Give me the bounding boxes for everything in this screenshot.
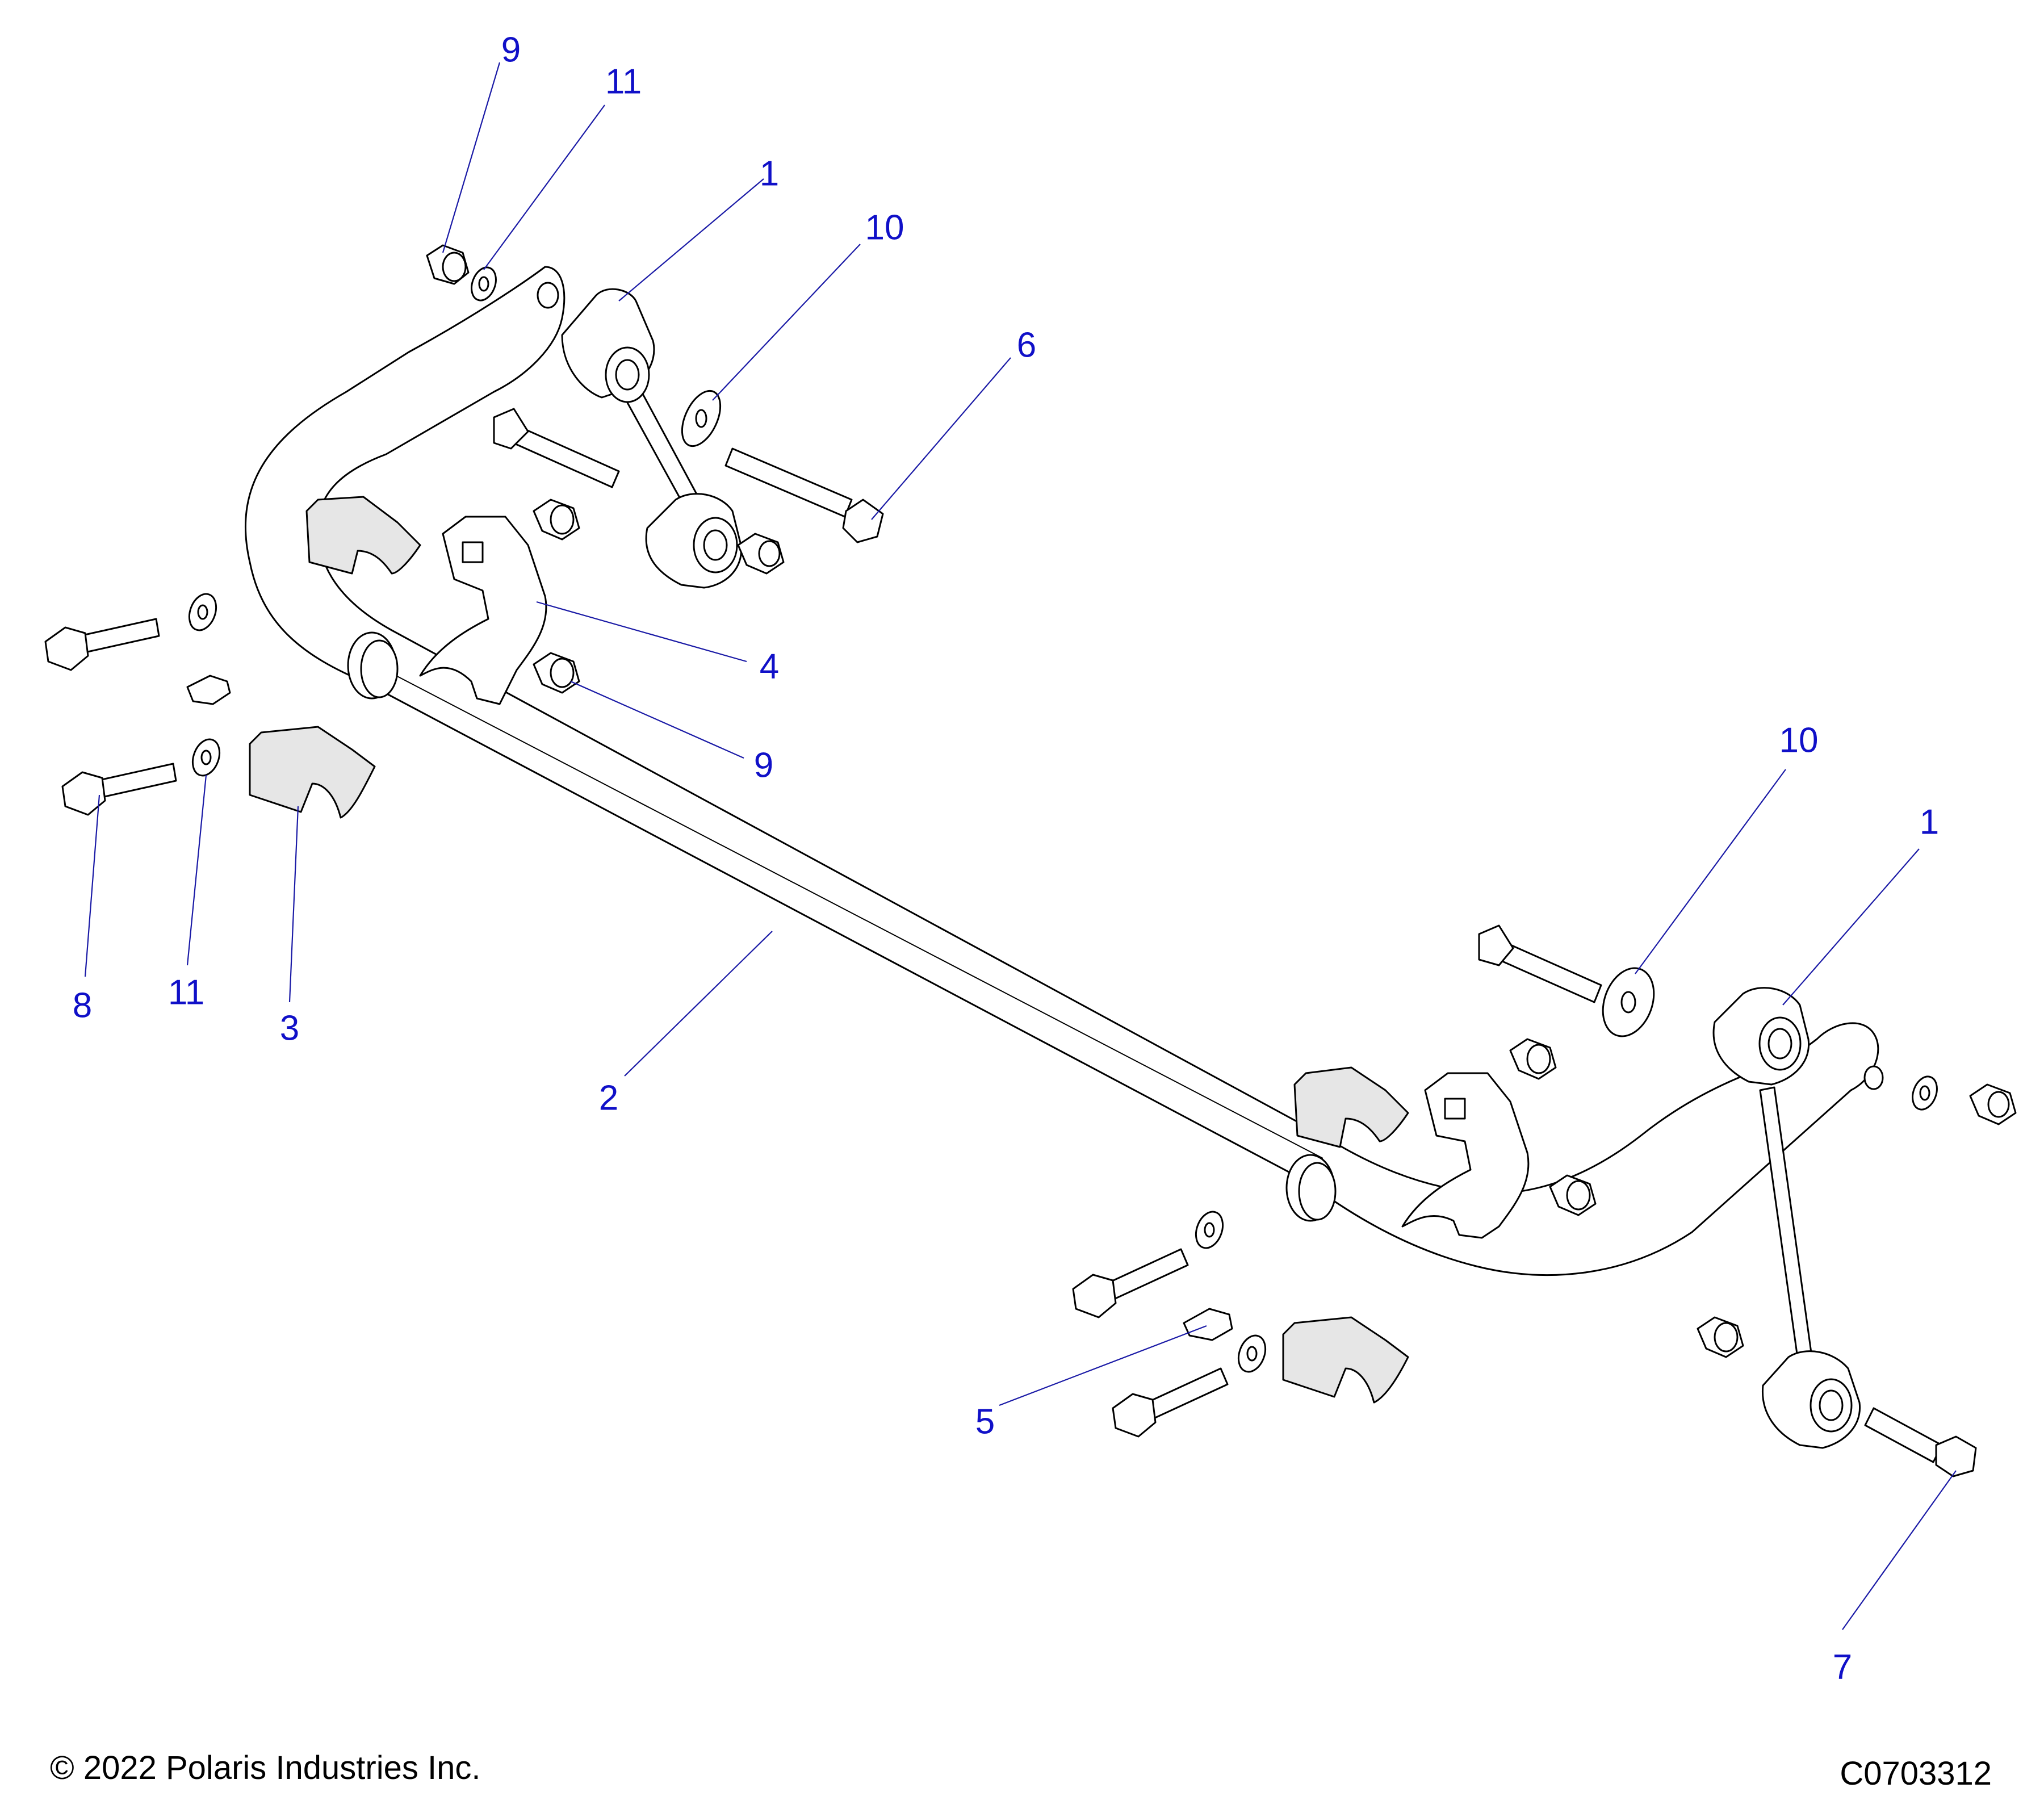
callout-8: 8	[73, 986, 92, 1025]
nut-clamp-left-upper	[533, 499, 580, 541]
nut-9-top	[426, 244, 470, 285]
copyright-text: © 2022 Polaris Industries Inc.	[50, 1749, 481, 1786]
callout-9-top: 9	[501, 30, 521, 69]
bolt-8-lower	[61, 763, 177, 816]
washer-left-upper	[188, 593, 217, 631]
callout-5: 5	[975, 1402, 995, 1441]
leader-11-top	[483, 104, 605, 270]
leader-lines	[84, 62, 1957, 1630]
callout-10-left: 10	[865, 208, 904, 247]
nut-clamp-right-upper	[1509, 1038, 1557, 1080]
washer-right-end	[1912, 1075, 1938, 1111]
nut-9-left	[533, 652, 580, 694]
bolt-8-upper	[44, 618, 160, 671]
bolt-right-clamp-lower	[1112, 1367, 1229, 1438]
left-link-upper-bushing	[561, 288, 655, 403]
leader-4	[536, 601, 747, 663]
washer-10-right	[1602, 967, 1655, 1037]
leader-11-left	[186, 774, 207, 966]
left-bar-collar	[347, 631, 399, 700]
right-end-link	[1712, 987, 1861, 1449]
grease-fitting-left	[186, 675, 231, 705]
callout-7: 7	[1833, 1647, 1852, 1686]
nut-left-link	[737, 533, 785, 575]
right-link-upper-bushing	[1712, 987, 1810, 1086]
bolt-7	[1864, 1407, 1977, 1477]
leader-8	[84, 794, 100, 977]
bolt-right-link-upper	[1478, 924, 1602, 1003]
leader-2	[624, 931, 773, 1077]
leader-1-right	[1782, 848, 1920, 1006]
callout-3: 3	[280, 1008, 299, 1048]
clamps-4	[419, 516, 1530, 1239]
bolts	[44, 408, 1977, 1477]
washer-right-clamp-lower	[1237, 1334, 1267, 1373]
left-end-link	[561, 288, 743, 589]
callout-11-left: 11	[168, 973, 204, 1012]
callout-9-left: 9	[754, 746, 773, 785]
leader-10-right	[1635, 769, 1786, 974]
clamp-right	[1401, 1072, 1530, 1239]
stabilizer-bar	[245, 266, 1884, 1276]
leader-7	[1842, 1470, 1957, 1630]
bushing-left-lower	[249, 726, 376, 819]
callout-1-right: 1	[1920, 802, 1939, 841]
nut-right-link-lower	[1697, 1316, 1744, 1358]
nut-clamp-right-lower	[1549, 1174, 1597, 1216]
grease-fittings	[186, 675, 1233, 1341]
callout-2: 2	[599, 1078, 618, 1117]
bushings-3	[249, 496, 1409, 1404]
leader-9-top	[442, 62, 501, 253]
bolt-left-link-upper	[493, 408, 620, 488]
callout-6: 6	[1017, 325, 1036, 365]
nuts	[426, 244, 2017, 1358]
leader-1-left	[618, 178, 764, 302]
left-link-lower-bushing	[645, 493, 743, 589]
right-link-lower-bushing	[1761, 1350, 1861, 1449]
washer-right-clamp-upper	[1195, 1211, 1224, 1249]
nut-right-end	[1969, 1083, 2017, 1125]
leader-9-left	[570, 680, 744, 759]
washers	[188, 266, 1938, 1373]
leader-3	[288, 806, 299, 1003]
bushing-right-lower	[1282, 1316, 1409, 1404]
leader-6	[871, 357, 1011, 520]
washer-11-top	[471, 266, 497, 302]
grease-fitting-5	[1183, 1308, 1233, 1341]
washer-10-left	[681, 390, 722, 447]
callout-10-right: 10	[1779, 721, 1819, 760]
bushing-left-upper	[305, 496, 421, 575]
washer-11-left	[191, 738, 221, 777]
bolt-6	[724, 447, 884, 543]
bushing-right-upper	[1293, 1066, 1409, 1148]
leader-5	[999, 1325, 1207, 1406]
callout-1-left: 1	[760, 154, 779, 193]
right-bar-collar	[1285, 1154, 1337, 1222]
callout-4: 4	[760, 647, 779, 686]
leader-10-left	[712, 244, 861, 401]
clamp-left	[419, 516, 547, 705]
figure-id: C0703312	[1840, 1755, 1992, 1792]
callout-labels: 9 11 1 10 6 4 9 8 11 3 2 10 1 5 7	[73, 30, 1939, 1686]
callout-11-top: 11	[605, 62, 642, 101]
bolt-right-clamp-upper	[1072, 1248, 1189, 1318]
